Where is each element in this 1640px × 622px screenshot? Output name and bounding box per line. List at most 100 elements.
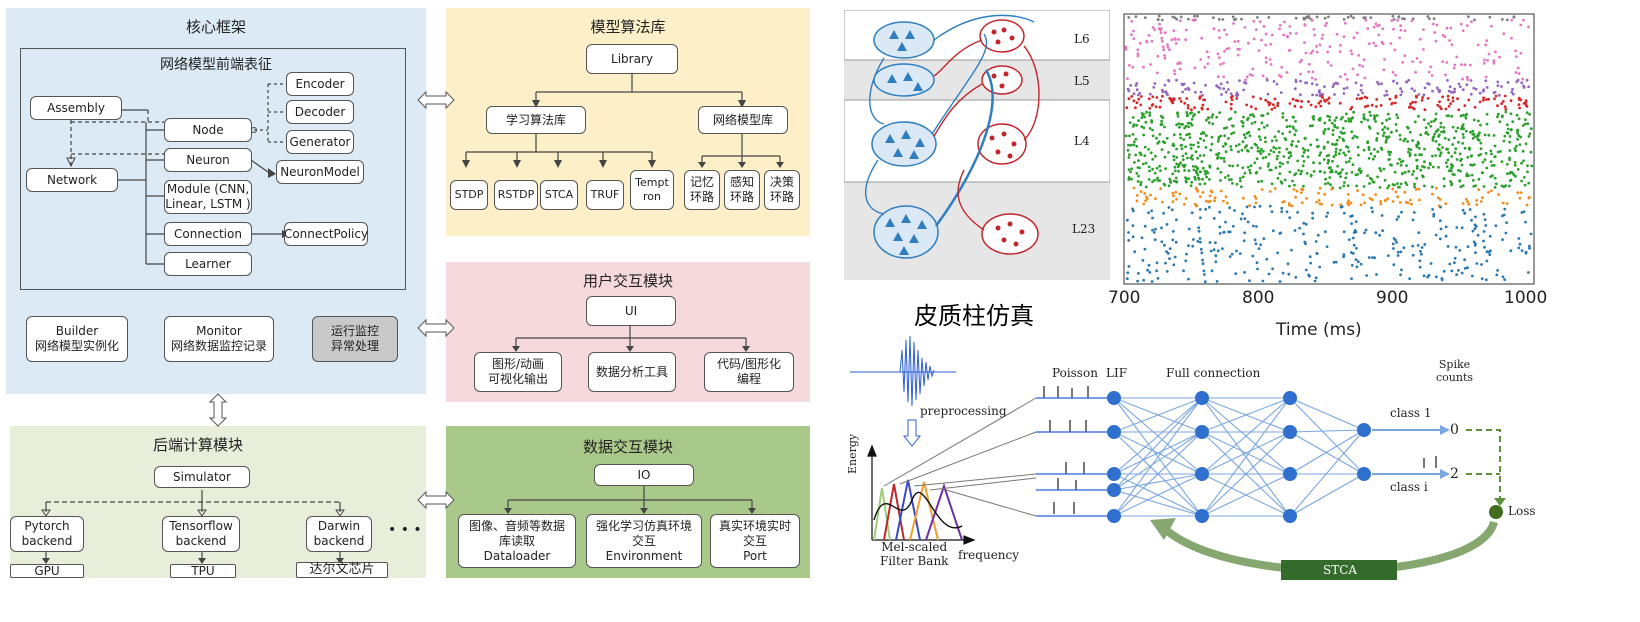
- spike-dot: [1241, 175, 1245, 179]
- spike-dot: [1341, 132, 1345, 135]
- snn-neuron: [1195, 391, 1209, 405]
- spike-dot: [1322, 130, 1326, 134]
- spike-dot: [1261, 279, 1265, 283]
- spike-dot: [1515, 80, 1519, 84]
- spike-dot: [1339, 203, 1343, 207]
- spike-dot: [1340, 205, 1344, 209]
- spike-dot: [1172, 158, 1176, 162]
- spike-dot: [1346, 184, 1350, 188]
- spike-dot: [1300, 201, 1304, 205]
- spike-dot: [1227, 230, 1230, 234]
- spike-dot: [1518, 242, 1522, 246]
- spike-dot: [1222, 87, 1226, 91]
- spike-dot: [1381, 128, 1385, 132]
- spike-dot: [1374, 231, 1378, 235]
- spike-dot: [1344, 21, 1347, 25]
- spike-dot: [1392, 27, 1395, 31]
- spike-dot: [1254, 197, 1258, 200]
- snn-neuron: [1195, 425, 1209, 439]
- stca-label: STCA: [1323, 563, 1358, 577]
- spike-dot: [1321, 33, 1325, 37]
- spike-dot: [1484, 151, 1488, 155]
- spike-dot: [1185, 133, 1188, 137]
- spike-dot: [1397, 215, 1400, 219]
- spike-dot: [1333, 119, 1337, 122]
- spike-dot: [1500, 18, 1504, 21]
- spike-dot: [1379, 200, 1383, 203]
- spike-dot: [1153, 28, 1156, 32]
- spike-dot: [1411, 173, 1414, 176]
- snn-neuron: [1195, 509, 1209, 523]
- spike-dot: [1376, 132, 1380, 135]
- spike-dot: [1266, 100, 1270, 104]
- synapse-line: [1289, 429, 1365, 433]
- spike-dot: [1206, 62, 1210, 66]
- spike-dot: [1200, 106, 1204, 110]
- spike-dot: [1391, 71, 1395, 74]
- spike-dot: [1329, 183, 1332, 187]
- spike-dot: [1185, 111, 1189, 114]
- spike-dot: [1190, 180, 1194, 184]
- spike-dot: [1132, 92, 1136, 96]
- spike-dot: [1443, 35, 1447, 39]
- spike-dot: [1354, 81, 1358, 85]
- spike-dot: [1524, 103, 1528, 107]
- spike-dot: [1399, 182, 1403, 186]
- spike-dot: [1522, 210, 1526, 214]
- spike-dot: [1245, 75, 1249, 79]
- spike-dot: [1181, 164, 1185, 167]
- spike-dot: [1267, 162, 1270, 166]
- spike-dot: [1137, 159, 1140, 163]
- spike-dot: [1171, 172, 1175, 176]
- spike-dot: [1503, 278, 1506, 281]
- spike-dot: [1372, 25, 1376, 29]
- spike-dot: [1181, 83, 1185, 87]
- spike-dot: [1196, 189, 1199, 193]
- spike-dot: [1180, 147, 1184, 151]
- spike-dot: [1176, 112, 1179, 116]
- spike-dot: [1493, 186, 1497, 189]
- spike-dot: [1485, 112, 1489, 116]
- spike-dot: [1508, 158, 1512, 162]
- spike-dot: [1326, 211, 1330, 215]
- spike-dot: [1317, 101, 1321, 105]
- spike-dot: [1385, 89, 1388, 93]
- spike-dot: [1307, 16, 1311, 20]
- spike-dot: [1236, 93, 1240, 97]
- spike-dot: [1192, 81, 1196, 85]
- spike-dot: [1189, 184, 1193, 188]
- spike-dot: [1182, 82, 1186, 86]
- spike-dot: [1468, 208, 1472, 211]
- spike-dot: [1473, 135, 1477, 138]
- spike-dot: [1334, 147, 1338, 151]
- spike-dot: [1503, 207, 1507, 211]
- spike-dot: [1392, 263, 1396, 267]
- spike-dot: [1327, 166, 1331, 170]
- spike-dot: [1321, 96, 1324, 99]
- spike-dot: [1205, 50, 1209, 54]
- spike-dot: [1231, 124, 1235, 128]
- spike-dot: [1229, 96, 1233, 99]
- spike-dot: [1330, 170, 1334, 174]
- spike-dot: [1347, 203, 1351, 207]
- spike-dot: [1212, 27, 1216, 31]
- spike-dot: [1134, 15, 1138, 18]
- spike-dot: [1160, 39, 1164, 43]
- spike-dot: [1223, 28, 1226, 32]
- spike-dot: [1329, 170, 1332, 174]
- spike-dot: [1423, 165, 1426, 169]
- spike-dot: [1217, 137, 1221, 141]
- spike-dot: [1470, 20, 1473, 24]
- spike-dot: [1526, 164, 1529, 168]
- spike-dot: [1309, 51, 1313, 55]
- spike-dot: [1493, 155, 1497, 159]
- spike-dot: [1432, 17, 1436, 20]
- spike-dot: [1356, 189, 1359, 193]
- spike-dot: [1516, 78, 1520, 82]
- spike-dot: [1296, 211, 1299, 214]
- spike-dot: [1150, 104, 1154, 107]
- spike-dot: [1415, 167, 1419, 170]
- spike-dot: [1131, 235, 1135, 239]
- spike-dot: [1162, 140, 1165, 144]
- spike-dot: [1305, 81, 1309, 85]
